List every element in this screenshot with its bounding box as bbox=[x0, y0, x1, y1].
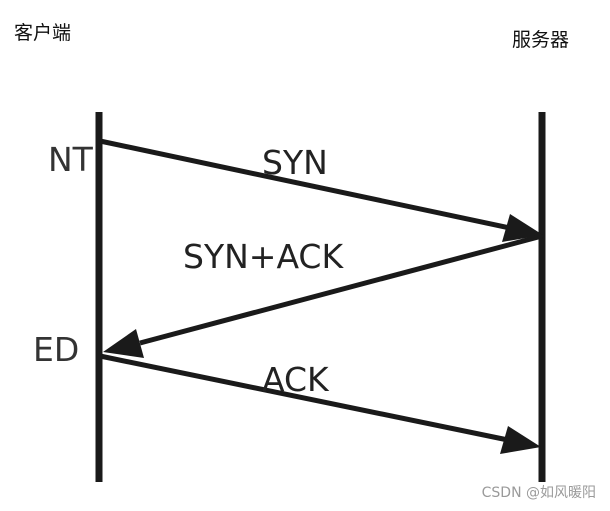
syn-ack-label: SYN+ACK bbox=[183, 237, 344, 276]
ack-arrow-line bbox=[99, 353, 509, 443]
client-label: 客户端 bbox=[14, 22, 72, 44]
syn-ack-arrow-line bbox=[139, 233, 543, 346]
server-label: 服务器 bbox=[512, 29, 570, 51]
syn-arrow-line bbox=[99, 138, 511, 231]
watermark: CSDN @如风暖阳 bbox=[481, 485, 596, 501]
state-text-bottom: ED bbox=[33, 330, 79, 369]
ack-label: ACK bbox=[262, 360, 330, 399]
ack-arrowhead bbox=[500, 426, 541, 454]
syn-arrowhead bbox=[502, 214, 543, 242]
syn-ack-arrowhead bbox=[103, 329, 144, 358]
state-text-top: NT bbox=[48, 140, 94, 179]
syn-label: SYN bbox=[262, 143, 328, 182]
